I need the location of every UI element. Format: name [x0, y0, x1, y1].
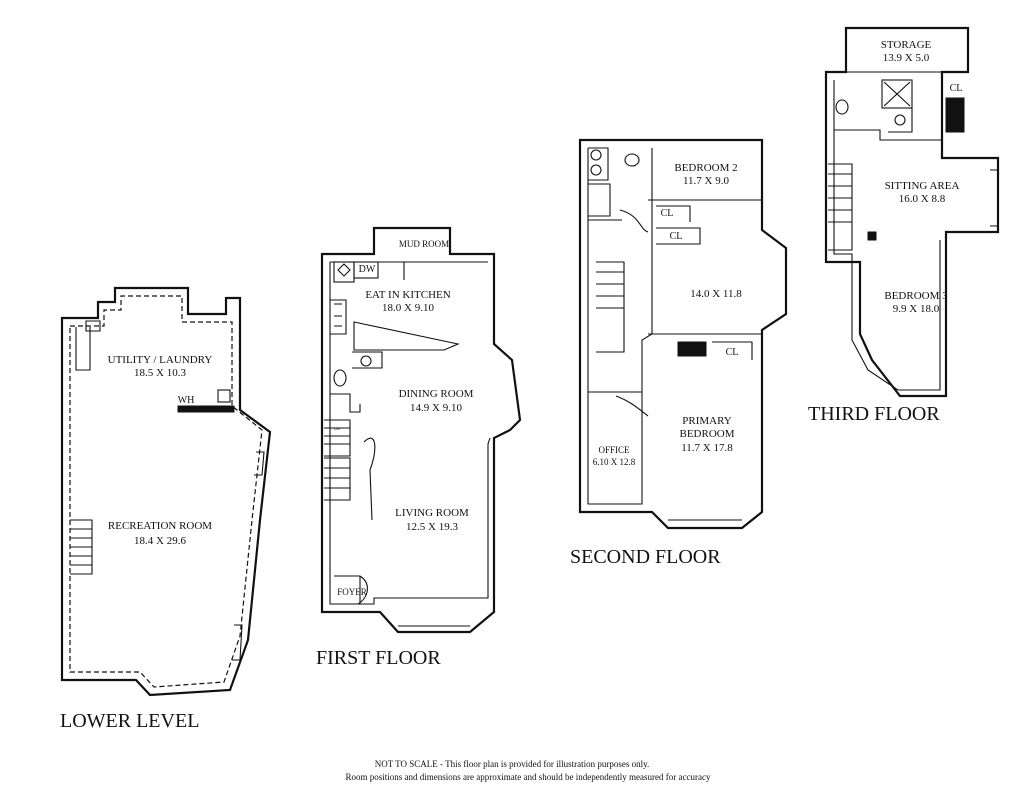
half-bath-sink-counter: [352, 351, 383, 369]
primary-closet-block: [677, 341, 707, 357]
foyer-label: FOYER: [337, 587, 367, 597]
bedroom3-label: BEDROOM 3: [884, 290, 948, 302]
storage-label: STORAGE: [881, 39, 932, 51]
third-closet-label: CL: [950, 83, 963, 94]
third-post: [867, 231, 877, 241]
closet-label-3: CL: [726, 347, 739, 358]
second-floor-outer-wall: [578, 138, 788, 530]
third-stairs: [828, 163, 853, 251]
vanity-sink-1: [590, 149, 602, 161]
foyer-wall: [334, 575, 368, 605]
primary-label-2: BEDROOM: [679, 428, 734, 440]
water-heater-label: WH: [178, 395, 195, 406]
first-floor-title: FIRST FLOOR: [316, 647, 441, 669]
laundry-counter: [75, 327, 91, 371]
half-bath-wall: [330, 393, 361, 413]
room-14-dims: 14.0 X 11.8: [690, 288, 742, 300]
third-inner-wall: [833, 80, 941, 391]
utility-laundry-label: UTILITY / LAUNDRY: [108, 354, 213, 366]
eat-in-kitchen-label: EAT IN KITCHEN: [365, 289, 450, 301]
lower-level-outer-wall: [60, 286, 272, 697]
primary-closet: [712, 341, 753, 360]
shower-cross: [883, 81, 911, 107]
first-stairs-up: [324, 419, 351, 457]
second-hall-wall: [587, 148, 653, 505]
third-chimney: [945, 97, 965, 133]
closet-label-1: CL: [661, 208, 674, 219]
primary-label-1: PRIMARY: [682, 415, 732, 427]
bath-sink: [360, 355, 372, 367]
lower-level-inner-wall: [69, 295, 263, 688]
eat-in-kitchen-dims: 18.0 X 9.10: [382, 302, 434, 314]
lower-window-2: [232, 624, 243, 661]
half-bath-toilet: [333, 369, 347, 387]
lower-partition-wall: [177, 405, 235, 413]
lower-level-title: LOWER LEVEL: [60, 710, 199, 732]
closet-label-2: CL: [670, 231, 683, 242]
closet-1: [656, 227, 701, 245]
bedroom2-label: BEDROOM 2: [674, 162, 737, 174]
recreation-room-label: RECREATION ROOM: [108, 520, 212, 532]
first-floor-outer-wall: [320, 226, 522, 634]
sitting-area-dims: 16.0 X 8.8: [899, 193, 946, 205]
lower-stairs: [70, 519, 93, 575]
burner: [337, 263, 351, 277]
vanity-sink-2: [590, 164, 602, 176]
third-bath-toilet: [835, 99, 849, 115]
stairs-label-up: DN: [334, 426, 340, 431]
dishwasher-label: DW: [359, 264, 376, 275]
third-floor-title: THIRD FLOOR: [808, 403, 940, 425]
dining-room-dims: 14.9 X 9.10: [410, 402, 462, 414]
living-room-label: LIVING ROOM: [395, 507, 469, 519]
bedroom2-dims: 11.7 X 9.0: [683, 175, 730, 187]
kitchen-island: [353, 321, 460, 351]
living-room-dims: 12.5 X 19.3: [406, 521, 458, 533]
first-floor-plan: DN MUD ROOM DW EAT IN KITCHEN 18.0 X 9.1…: [316, 226, 522, 669]
utility-laundry-dims: 18.5 X 10.3: [134, 367, 186, 379]
range-appliance: [333, 261, 355, 283]
disclaimer-line-1: NOT TO SCALE - This floor plan is provid…: [375, 759, 649, 769]
primary-bedroom-dims: 11.7 X 17.8: [681, 442, 733, 454]
third-bath-vanity: [888, 107, 913, 133]
closet-2: [656, 205, 691, 222]
sitting-area-label: SITTING AREA: [885, 180, 960, 192]
double-vanity: [588, 147, 609, 181]
second-floor-title: SECOND FLOOR: [570, 546, 721, 568]
recreation-room-dims: 18.4 X 29.6: [134, 535, 186, 547]
office-dims: 6.10 X 12.8: [593, 457, 636, 467]
lower-window: [254, 451, 265, 476]
bathtub: [588, 183, 611, 217]
third-bath-wall: [834, 129, 942, 141]
second-stairs: [596, 261, 625, 353]
dining-room-label: DINING ROOM: [399, 388, 474, 400]
third-floor-plan: STORAGE 13.9 X 5.0 CL SITTING AREA 16.0 …: [808, 26, 1000, 425]
second-floor-plan: BEDROOM 2 11.7 X 9.0 CL CL 14.0 X 11.8 C…: [570, 138, 788, 568]
lower-level-plan: UTILITY / LAUNDRY 18.5 X 10.3 WH RECREAT…: [60, 286, 272, 732]
kitchen-cabinets: [330, 299, 347, 335]
third-bath-sink: [894, 114, 906, 126]
office-door-swing: [615, 395, 649, 417]
disclaimer-line-2: Room positions and dimensions are approx…: [346, 772, 711, 782]
third-floor-outer-wall: [824, 26, 1000, 398]
third-window: [990, 169, 999, 227]
bedroom3-dims: 9.9 X 18.0: [893, 303, 940, 315]
dining-door-swing: [363, 437, 376, 521]
door-swing-1: [619, 209, 649, 233]
laundry-sink: [85, 320, 101, 332]
mud-room-label: MUD ROOM: [399, 239, 449, 249]
storage-dims: 13.9 X 5.0: [883, 52, 930, 64]
dishwasher: [353, 261, 379, 279]
water-heater: [217, 389, 231, 403]
office-label: OFFICE: [598, 445, 630, 455]
first-stairs-down: [324, 457, 351, 501]
bath-toilet: [624, 153, 640, 167]
